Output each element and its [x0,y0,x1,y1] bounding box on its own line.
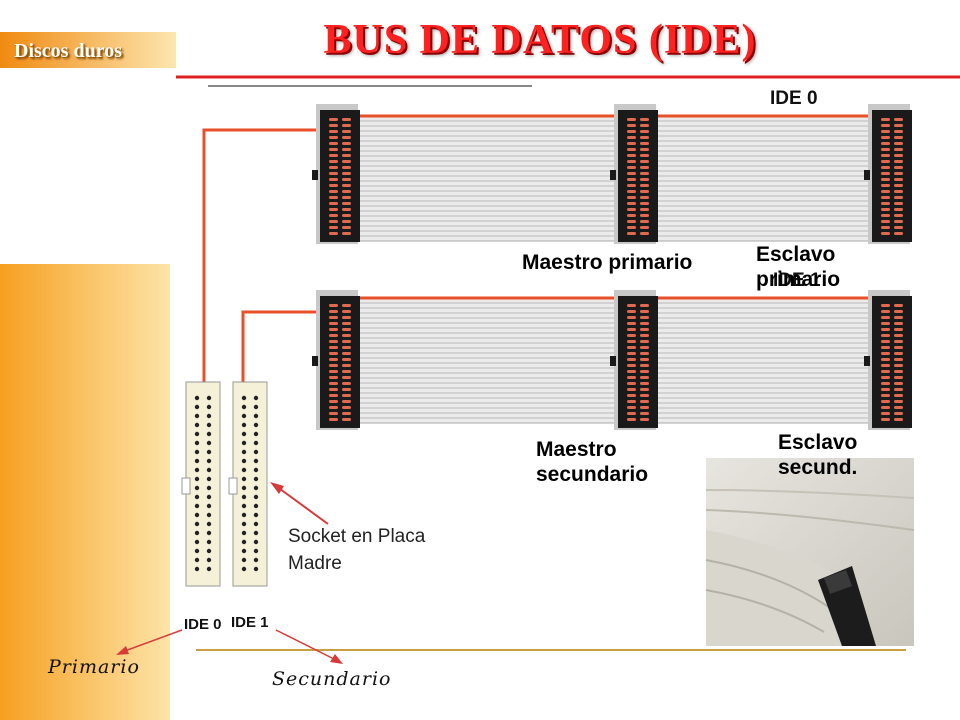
label-secondary-master-line1: Maestro [536,438,617,461]
topic-tab [0,32,176,68]
caption-primario: Primario [48,656,140,678]
ide-connector [864,290,912,430]
mb-label-ide1: IDE 1 [231,614,269,631]
label-secondary-master-line2: secundario [536,463,649,487]
label-primary-slave-line2: primario [756,268,841,292]
bus-label-ide0: IDE 0 [770,88,818,109]
secundario-arrow [275,629,343,664]
label-secondary-slave-line1: Esclavo [778,431,858,454]
socket-label-line2: Madre [288,552,342,574]
sidebar-band [0,264,170,720]
ide-connector [312,290,360,430]
wire-ide1 [241,310,316,382]
motherboard-socket-ide0 [181,381,221,587]
ide-connector [610,290,658,430]
label-primary-slave: Esclavo primario [756,242,840,292]
label-primary-master: Maestro primario [522,251,693,274]
label-secondary-slave: Esclavo secund. [778,430,857,480]
label-primary-slave-line1: Esclavo [756,243,836,266]
ide-connector [610,104,658,244]
motherboard-socket-ide1 [228,381,268,587]
ribbon-cable-photo [705,458,915,646]
socket-label-line1: Socket en Placa [288,526,426,547]
bus-label-ide1: IDE 1 [773,270,821,291]
label-secondary-master: Maestro secundario [536,437,648,487]
primario-arrow [116,629,183,655]
socket-label: Socket en Placa Madre [288,524,425,577]
topic-label: Discos duros [14,40,122,62]
mb-label-ide0: IDE 0 [184,616,222,633]
label-secondary-slave-line2: secund. [778,456,858,480]
wire-ide0 [202,128,316,382]
ide-connector [312,104,360,244]
socket-pointer-arrow [270,482,329,525]
caption-secundario: Secundario [272,668,392,690]
ide-connector [864,104,912,244]
slide-title: BUS DE DATOS (IDE) [323,17,757,63]
